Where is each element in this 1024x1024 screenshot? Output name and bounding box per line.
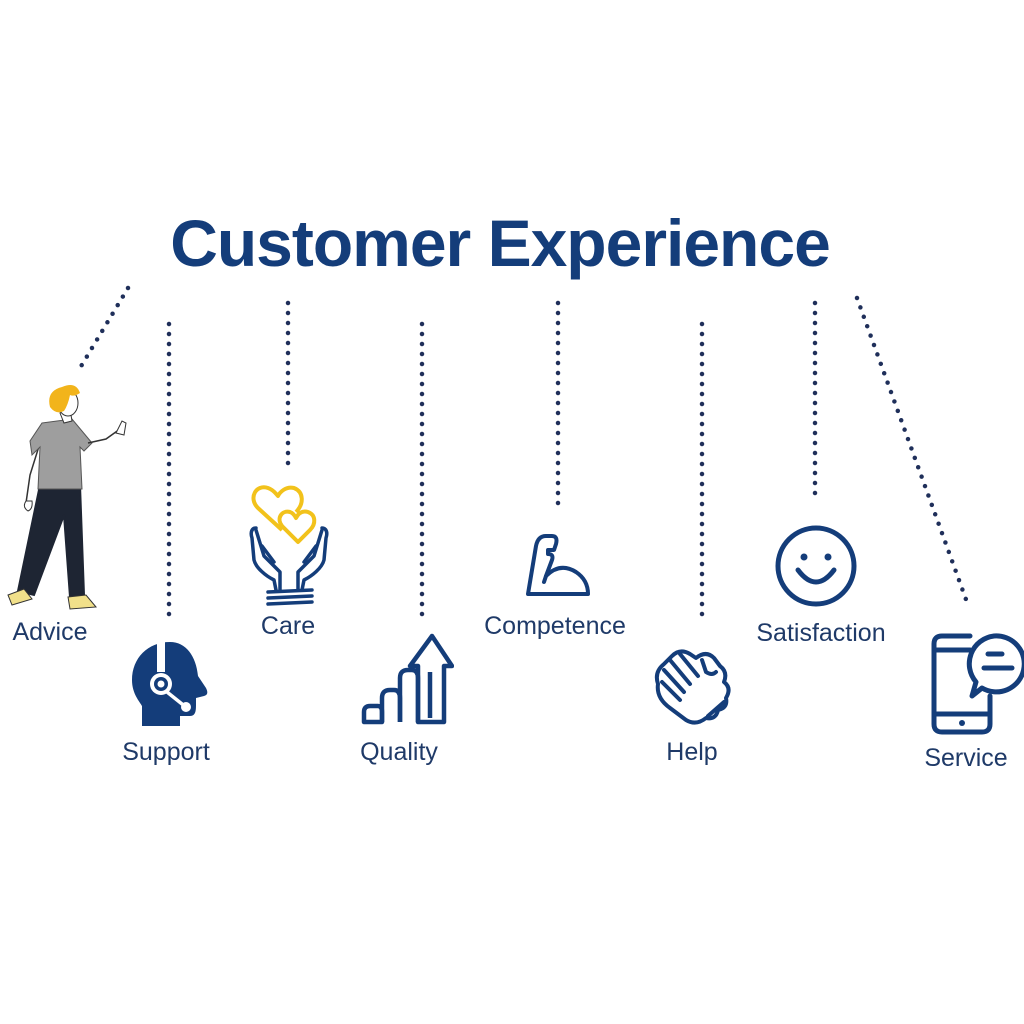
connector-service xyxy=(854,295,971,608)
label-care: Care xyxy=(260,612,316,640)
flexed-arm-icon xyxy=(526,534,590,596)
label-support: Support xyxy=(122,738,210,766)
smiley-face-icon xyxy=(775,525,857,607)
handshake-icon xyxy=(654,649,731,725)
label-quality: Quality xyxy=(360,738,438,766)
hands-hearts-icon xyxy=(249,485,329,606)
headset-head-icon xyxy=(132,642,208,726)
label-service: Service xyxy=(924,744,1008,772)
diagram-title: Customer Experience xyxy=(170,206,831,280)
label-competence: Competence xyxy=(484,612,626,640)
rising-bars-arrow-icon xyxy=(361,633,454,725)
label-help: Help xyxy=(666,738,718,766)
connector-advice xyxy=(77,285,131,371)
label-satisfaction: Satisfaction xyxy=(756,619,886,647)
label-advice: Advice xyxy=(12,618,88,646)
phone-chat-icon xyxy=(931,633,1024,735)
person-pointing-illustration xyxy=(7,385,127,610)
